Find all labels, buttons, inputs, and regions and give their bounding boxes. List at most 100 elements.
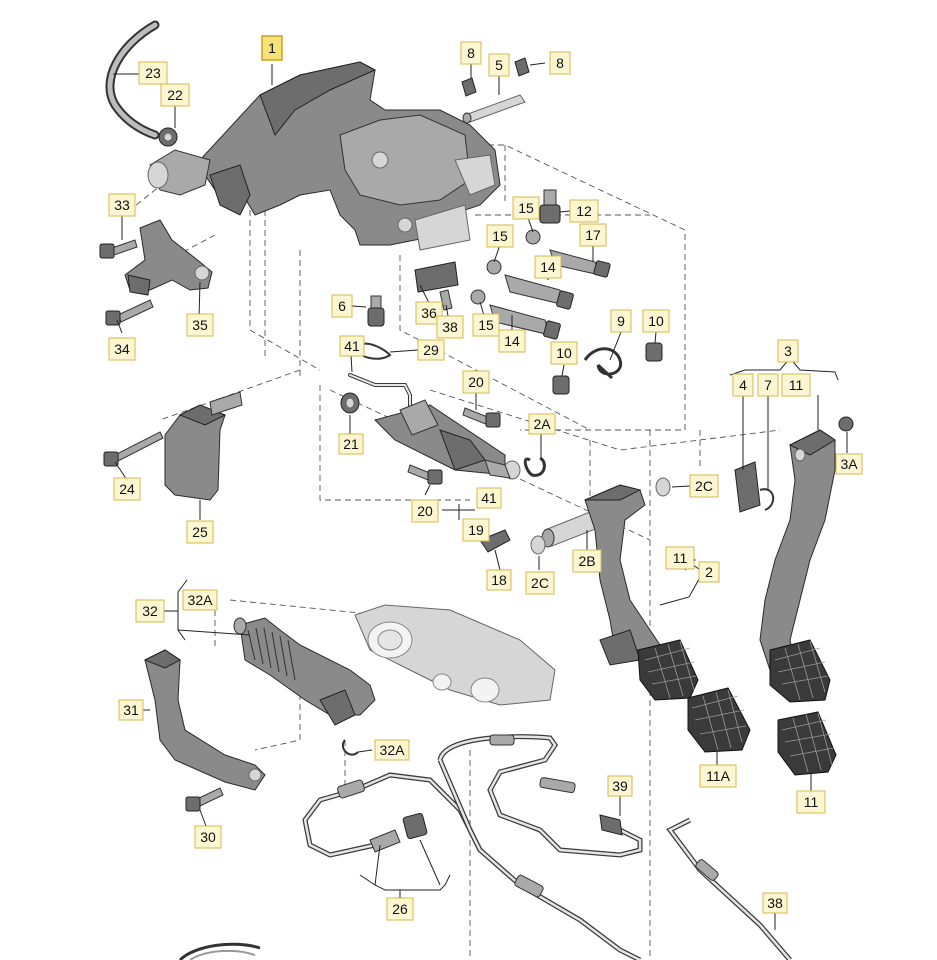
lever-part-31	[143, 649, 266, 791]
clutch-pedal-part-2	[584, 484, 661, 666]
callout-33-lower[interactable]: 34	[108, 337, 136, 361]
callout-10-mid[interactable]: 10	[550, 341, 578, 365]
reservoir-edge	[178, 942, 261, 960]
callout-11-pad[interactable]: 11	[796, 790, 826, 814]
callout-6[interactable]: 6	[331, 294, 353, 318]
callout-23[interactable]: 23	[138, 61, 168, 85]
callout-24[interactable]: 24	[113, 477, 141, 501]
svg-text:22: 22	[167, 87, 183, 103]
hydraulic-line-part-38	[302, 772, 642, 960]
callout-20-top[interactable]: 20	[462, 370, 490, 394]
svg-text:8: 8	[467, 45, 475, 61]
callout-14-lower[interactable]: 14	[498, 329, 526, 353]
svg-text:4: 4	[739, 377, 747, 393]
pedal-pad-part-11	[777, 711, 837, 776]
callout-labels: 1 23 22 8 5 8 12	[108, 35, 863, 921]
fitting-part-18	[479, 529, 511, 553]
washer-part-2C	[530, 477, 671, 555]
callout-2C-lower[interactable]: 2C	[525, 571, 555, 595]
callout-2[interactable]: 2	[698, 561, 720, 583]
callout-11-brake-group[interactable]: 11	[781, 373, 811, 397]
callout-41-top[interactable]: 41	[339, 335, 365, 357]
clip-part-7	[759, 488, 775, 511]
callout-30[interactable]: 30	[194, 825, 222, 849]
svg-text:32A: 32A	[380, 742, 406, 758]
hydraulic-line-part-38-right	[666, 817, 792, 960]
svg-text:3A: 3A	[840, 456, 858, 472]
callout-4[interactable]: 4	[732, 373, 754, 397]
svg-text:2B: 2B	[578, 553, 595, 569]
callout-14-upper[interactable]: 14	[534, 255, 562, 279]
svg-text:15: 15	[518, 200, 534, 216]
svg-text:5: 5	[495, 57, 503, 73]
pedal-bracket-part-1	[147, 61, 501, 251]
callout-20-lower[interactable]: 20	[411, 499, 439, 523]
bracket-part-4	[734, 461, 761, 513]
bolt-part-20-upper	[462, 407, 501, 428]
callout-31[interactable]: 31	[118, 699, 144, 721]
callout-10-top[interactable]: 10	[642, 309, 670, 333]
spring-part-9	[583, 347, 623, 380]
cap-part-21	[340, 392, 360, 414]
svg-text:2A: 2A	[533, 416, 551, 432]
bolt-part-20-lower	[407, 464, 443, 485]
callout-22[interactable]: 22	[160, 83, 190, 107]
svg-text:11A: 11A	[706, 768, 731, 784]
callout-2A[interactable]: 2A	[528, 413, 556, 435]
callout-39[interactable]: 39	[607, 775, 633, 797]
bolt-part-24	[103, 431, 164, 467]
callout-15-mid[interactable]: 15	[486, 224, 514, 248]
callout-36[interactable]: 38	[436, 315, 464, 339]
svg-text:15: 15	[478, 317, 494, 333]
callout-7[interactable]: 7	[757, 373, 779, 397]
callout-29[interactable]: 29	[417, 339, 445, 361]
callout-2C-right[interactable]: 2C	[689, 474, 719, 498]
bolt-part-33-lower	[105, 299, 154, 326]
svg-text:9: 9	[617, 313, 625, 329]
bracket-part-34	[124, 219, 213, 296]
svg-text:34: 34	[114, 341, 130, 357]
callout-32[interactable]: 32	[135, 599, 165, 623]
callout-11A[interactable]: 11A	[699, 764, 737, 788]
callout-9[interactable]: 9	[610, 309, 632, 333]
pin-part-5	[462, 94, 526, 124]
callout-3A[interactable]: 3A	[835, 453, 863, 475]
callout-18[interactable]: 18	[486, 569, 512, 591]
callout-34[interactable]: 35	[186, 313, 214, 337]
screw-part-36	[439, 289, 453, 311]
callout-33-upper[interactable]: 33	[108, 193, 136, 217]
pedal-stop-part-25	[164, 391, 243, 501]
bushing-part-10	[552, 342, 663, 395]
svg-text:17: 17	[585, 227, 601, 243]
callout-17[interactable]: 17	[579, 223, 607, 247]
callout-35[interactable]: 36	[415, 301, 443, 325]
callout-21[interactable]: 21	[338, 433, 364, 455]
callout-19[interactable]: 19	[462, 518, 490, 542]
callout-8-right[interactable]: 8	[549, 51, 571, 75]
callout-15-top[interactable]: 15	[512, 196, 540, 220]
svg-text:29: 29	[423, 342, 439, 358]
pedal-pad-clutch	[637, 639, 699, 701]
svg-text:41: 41	[344, 338, 360, 354]
callout-32A-top[interactable]: 32A	[182, 589, 218, 611]
callout-32A-lower[interactable]: 32A	[374, 739, 410, 761]
callout-26[interactable]: 26	[386, 897, 414, 921]
callout-11-clutch-group[interactable]: 11	[665, 546, 695, 570]
callout-8-left[interactable]: 8	[460, 41, 482, 65]
callout-41-lower[interactable]: 41	[476, 487, 502, 509]
callout-5[interactable]: 5	[488, 53, 510, 77]
slave-cylinder-part-32	[233, 617, 376, 726]
callout-1[interactable]: 1	[261, 35, 283, 61]
clip-part-32A	[341, 739, 359, 756]
callout-25[interactable]: 25	[186, 520, 214, 544]
svg-text:32: 32	[142, 603, 158, 619]
callout-12[interactable]: 12	[569, 199, 599, 223]
callout-15-lower[interactable]: 15	[472, 313, 500, 337]
svg-text:2C: 2C	[531, 575, 549, 591]
svg-text:39: 39	[612, 778, 628, 794]
callout-2B[interactable]: 2B	[572, 549, 602, 573]
callout-3[interactable]: 3	[777, 339, 799, 363]
svg-text:10: 10	[648, 313, 664, 329]
callout-38[interactable]: 38	[762, 892, 788, 914]
